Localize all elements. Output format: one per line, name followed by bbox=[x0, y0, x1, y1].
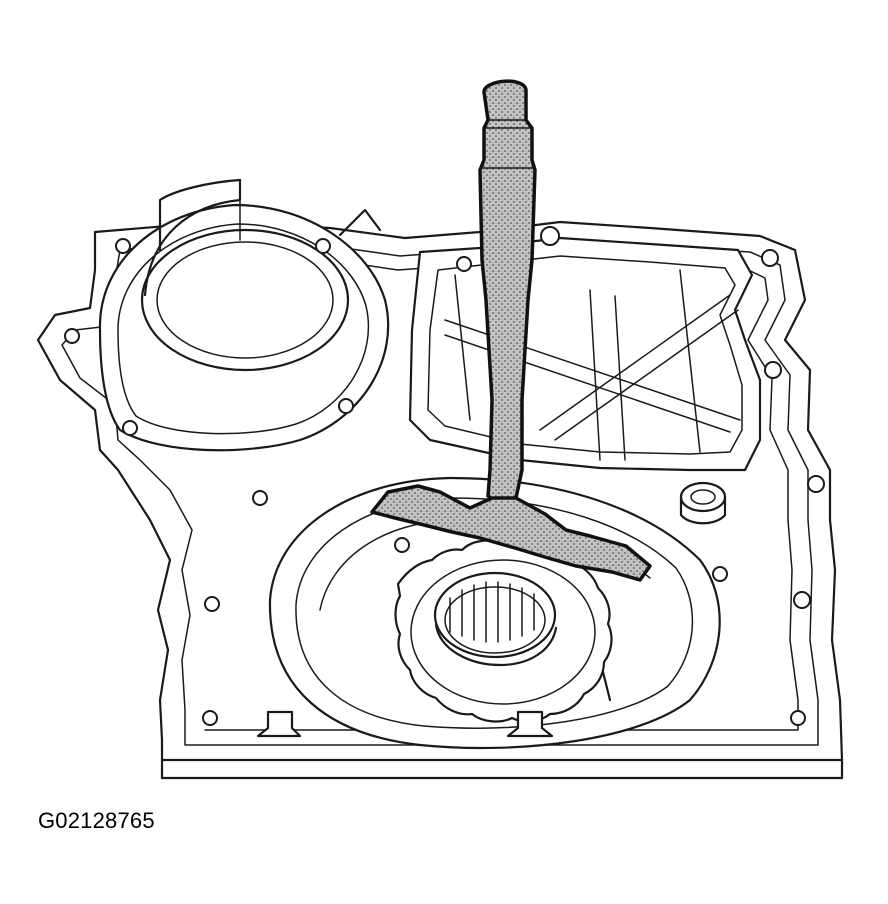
upper-left-seal-bore bbox=[98, 178, 390, 452]
upper-right-ribbed-pocket bbox=[408, 236, 762, 472]
bottom-locating-tabs bbox=[256, 710, 554, 738]
bolt-holes bbox=[64, 226, 825, 726]
seal-installer-tool bbox=[370, 79, 652, 582]
oil-pump-gear bbox=[394, 539, 613, 723]
figure-id-label: G02128765 bbox=[38, 808, 155, 833]
